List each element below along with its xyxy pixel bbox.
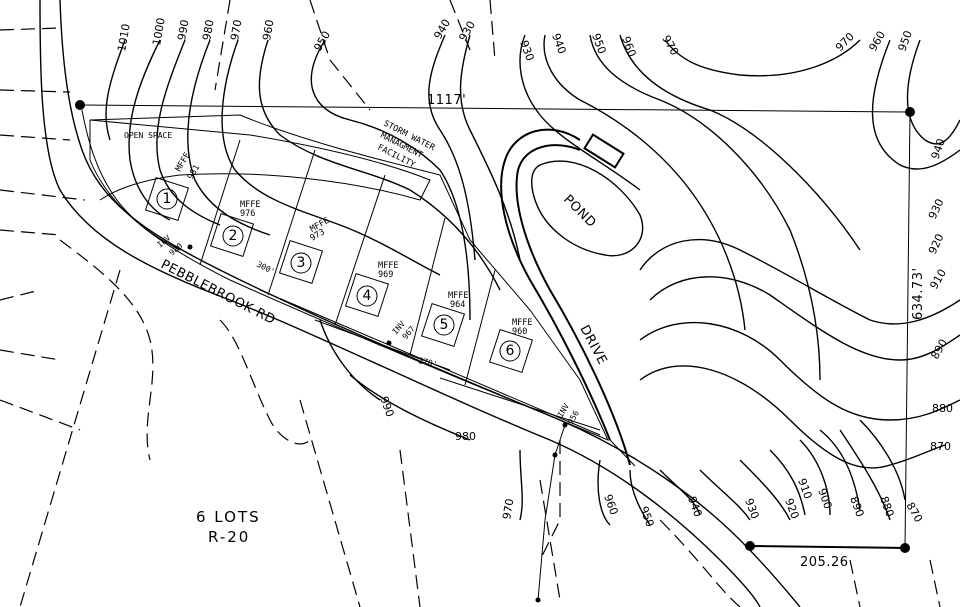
lot-3-marker[interactable]: 3	[290, 252, 312, 274]
lot-6-mffe-label: MFFE	[512, 318, 532, 328]
lot-4-marker[interactable]: 4	[356, 285, 378, 307]
svg-text:930: 930	[926, 197, 947, 222]
svg-text:970: 970	[500, 498, 516, 521]
right-dimension-label: 634.73'	[911, 267, 926, 320]
utility-line	[535, 422, 568, 603]
lot-4-number: 4	[363, 288, 372, 304]
lot-1-mffe-value: 981	[186, 163, 202, 181]
house-footprints	[144, 176, 534, 374]
pond	[531, 133, 644, 257]
open-space-label: OPEN SPACE	[124, 131, 172, 140]
top-dimension-label: 1117'	[427, 93, 466, 108]
dim-270-label: 270'	[418, 356, 439, 369]
lot-2-mffe-label: MFFE	[240, 200, 260, 210]
lot-5-number: 5	[440, 317, 449, 333]
lot-6-number: 6	[506, 343, 515, 359]
svg-text:880: 880	[932, 402, 953, 415]
svg-text:910: 910	[927, 267, 949, 292]
lot-6-mffe-value: 960	[512, 327, 527, 337]
svg-text:950: 950	[637, 505, 656, 529]
svg-text:950: 950	[589, 32, 608, 56]
lot-1-number: 1	[163, 191, 172, 207]
svg-text:1000: 1000	[150, 17, 168, 47]
svg-text:920: 920	[926, 232, 947, 257]
svg-text:940: 940	[685, 495, 704, 519]
svg-text:940: 940	[929, 137, 948, 161]
lot-5-marker[interactable]: 5	[433, 314, 455, 336]
svg-text:890: 890	[928, 337, 950, 362]
svg-text:930: 930	[742, 497, 761, 521]
lot-1-marker[interactable]: 1	[156, 188, 178, 210]
bottom-dimension-label: 205.26	[800, 555, 849, 570]
lot-5-mffe-label: MFFE	[448, 291, 468, 301]
lot-4-mffe-label: MFFE	[378, 261, 398, 271]
adjacent-property-lines	[19, 0, 941, 607]
svg-text:870: 870	[903, 500, 925, 525]
svg-text:970: 970	[833, 30, 857, 54]
contour-lines-right	[639, 39, 960, 521]
lot-3-number: 3	[297, 255, 306, 271]
svg-text:900: 900	[815, 487, 834, 511]
lot-count-label: 6 LOTS	[196, 508, 261, 526]
svg-text:910: 910	[795, 477, 814, 501]
svg-text:920: 920	[782, 497, 801, 521]
svg-text:950: 950	[311, 29, 333, 54]
svg-text:990: 990	[175, 19, 191, 42]
lot-6-marker[interactable]: 6	[499, 340, 521, 362]
left-dashed-lines	[0, 27, 86, 431]
zoning-label: R-20	[208, 528, 250, 546]
lot-2-marker[interactable]: 2	[222, 225, 244, 247]
lot-5-mffe-value: 964	[450, 300, 465, 310]
svg-text:960: 960	[601, 493, 620, 517]
driveway	[500, 128, 636, 467]
svg-text:960: 960	[866, 29, 888, 54]
svg-text:890: 890	[847, 495, 866, 519]
lot-2-mffe-value: 976	[240, 209, 255, 219]
svg-text:990: 990	[377, 395, 396, 419]
svg-text:960: 960	[619, 35, 638, 59]
lot-boundaries	[89, 114, 609, 441]
svg-text:1010: 1010	[115, 23, 133, 53]
pebblebrook-road	[39, 0, 801, 607]
lot-4-mffe-value: 969	[378, 270, 393, 280]
pond-label: POND	[560, 192, 599, 231]
svg-text:950: 950	[896, 29, 915, 53]
svg-text:960: 960	[260, 19, 276, 42]
lot-numbers: 1 2 3 4 5 6	[156, 188, 521, 362]
svg-text:980: 980	[455, 430, 476, 443]
svg-text:970: 970	[228, 19, 244, 42]
contour-lines-bottom	[319, 319, 861, 526]
contour-lines-top-left	[105, 34, 861, 381]
svg-text:870: 870	[930, 440, 951, 453]
dim-300-label: 300'	[255, 260, 276, 277]
svg-text:940: 940	[431, 17, 453, 42]
lot-2-number: 2	[229, 228, 238, 244]
svg-text:940: 940	[549, 32, 568, 56]
svg-text:880: 880	[877, 495, 896, 519]
svg-text:980: 980	[200, 19, 216, 42]
